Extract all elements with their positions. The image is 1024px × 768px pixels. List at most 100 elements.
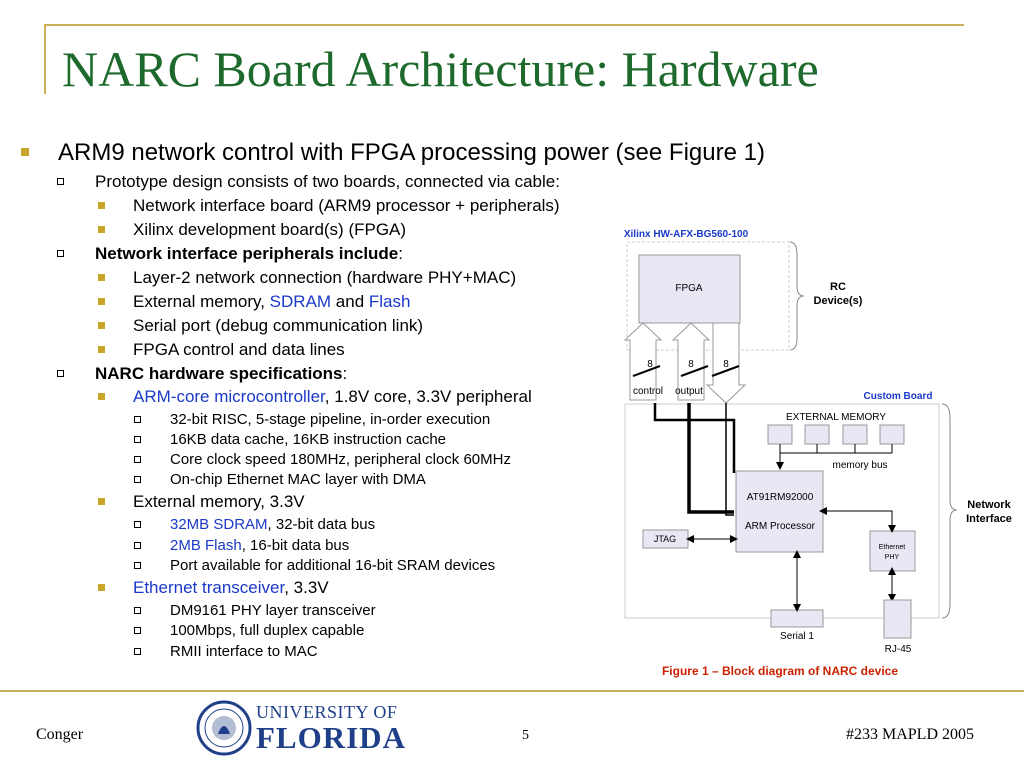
- cpu-label-line1: AT91RM92000: [747, 492, 814, 503]
- xilinx-board-label: Xilinx HW-AFX-BG560-100: [624, 229, 749, 240]
- bullet-l2: Serial port (debug communication link): [98, 316, 423, 336]
- rj45-block: [883, 599, 912, 639]
- bullet-l3: 2MB Flash, 16-bit data bus: [134, 537, 349, 554]
- figure-caption: Figure 1 – Block diagram of NARC device: [662, 664, 898, 678]
- output-bus: [687, 403, 734, 514]
- bullet-l0: ARM9 network control with FPGA processin…: [21, 139, 765, 167]
- eth-phy-label-line1: Ethernet: [879, 544, 906, 551]
- flash-link[interactable]: Flash: [368, 292, 411, 311]
- bullet-l3: 32MB SDRAM, 32-bit data bus: [134, 516, 375, 533]
- rc-brace: [789, 241, 805, 351]
- university-seal-icon: [196, 700, 252, 756]
- sdram-link[interactable]: SDRAM: [269, 292, 332, 311]
- sdram-32mb-link[interactable]: 32MB SDRAM: [170, 516, 268, 533]
- footer-rule: [0, 690, 1024, 692]
- cpu-label-line2: ARM Processor: [745, 521, 816, 532]
- rj45-label: RJ-45: [885, 644, 912, 655]
- serial-label: Serial 1: [780, 631, 814, 642]
- bullet-l2: External memory, 3.3V: [98, 492, 305, 512]
- bus-width-1: 8: [647, 359, 653, 370]
- hollow-square-bullet-icon: [57, 370, 64, 377]
- hollow-square-bullet-icon: [57, 250, 64, 257]
- serial-port-block: [770, 609, 824, 628]
- hollow-square-bullet-icon: [134, 476, 141, 483]
- bullet-l3: Port available for additional 16-bit SRA…: [134, 557, 495, 574]
- memory-chip: [842, 424, 868, 445]
- square-bullet-icon: [98, 584, 105, 591]
- jtag-label: JTAG: [654, 534, 676, 544]
- bullet-l1: Network interface peripherals include:: [57, 244, 403, 264]
- memory-bus-label: memory bus: [832, 460, 887, 471]
- xilinx-board-frame: [626, 241, 790, 351]
- bullet-l2: Ethernet transceiver, 3.3V: [98, 578, 329, 598]
- hollow-square-bullet-icon: [134, 456, 141, 463]
- hollow-square-bullet-icon: [57, 178, 64, 185]
- square-bullet-icon: [98, 322, 105, 329]
- hollow-square-bullet-icon: [134, 562, 141, 569]
- logo-line1: UNIVERSITY OF: [256, 702, 398, 722]
- bullet-l3: Core clock speed 180MHz, peripheral cloc…: [134, 451, 511, 468]
- university-logo: UNIVERSITY OF FLORIDA: [196, 698, 416, 758]
- external-memory-label: EXTERNAL MEMORY: [786, 412, 886, 423]
- square-bullet-icon: [98, 298, 105, 305]
- control-bus: [653, 403, 736, 473]
- network-label-line2: Interface: [966, 513, 1012, 525]
- hollow-square-bullet-icon: [134, 648, 141, 655]
- bullet-l1: NARC hardware specifications:: [57, 364, 347, 384]
- output-label: output: [675, 386, 703, 397]
- bullet-l3: RMII interface to MAC: [134, 643, 318, 660]
- bullet-l3: 32-bit RISC, 5-stage pipeline, in-order …: [134, 411, 490, 428]
- slide-title: NARC Board Architecture: Hardware: [62, 41, 819, 97]
- input-block-arrow: [705, 322, 747, 404]
- control-block-arrow: [623, 322, 663, 401]
- square-bullet-icon: [98, 393, 105, 400]
- memory-chip: [879, 424, 905, 445]
- square-bullet-icon: [98, 498, 105, 505]
- hollow-square-bullet-icon: [134, 627, 141, 634]
- custom-board-label: Custom Board: [864, 391, 933, 402]
- square-bullet-icon: [21, 148, 29, 156]
- arm-core-link[interactable]: ARM-core microcontroller: [133, 387, 325, 406]
- bullet-l3: 100Mbps, full duplex capable: [134, 622, 364, 639]
- footer-event: #233 MAPLD 2005: [846, 726, 975, 743]
- logo-line2: FLORIDA: [256, 720, 406, 755]
- frame-top-rule: [44, 24, 964, 26]
- network-brace: [941, 403, 958, 619]
- hollow-square-bullet-icon: [134, 607, 141, 614]
- bullet-l1: Prototype design consists of two boards,…: [57, 172, 560, 192]
- flash-2mb-link[interactable]: 2MB Flash: [170, 537, 242, 554]
- hollow-square-bullet-icon: [134, 521, 141, 528]
- bullet-l2: Network interface board (ARM9 processor …: [98, 196, 560, 216]
- square-bullet-icon: [98, 226, 105, 233]
- hollow-square-bullet-icon: [134, 436, 141, 443]
- bullet-l2: ARM-core microcontroller, 1.8V core, 3.3…: [98, 387, 532, 407]
- eth-phy-label-line2: PHY: [885, 554, 900, 561]
- square-bullet-icon: [98, 274, 105, 281]
- output-block-arrow: [671, 322, 711, 401]
- bullet-l3: DM9161 PHY layer transceiver: [134, 602, 376, 619]
- bullet-l2: FPGA control and data lines: [98, 340, 345, 360]
- square-bullet-icon: [98, 202, 105, 209]
- bullet-l2: Layer-2 network connection (hardware PHY…: [98, 268, 516, 288]
- footer-author: Conger: [36, 726, 84, 743]
- fpga-block: [638, 254, 741, 324]
- bullet-l3: 16KB data cache, 16KB instruction cache: [134, 431, 446, 448]
- block-diagram: Xilinx HW-AFX-BG560-100 FPGA input RC De…: [623, 229, 1012, 678]
- hollow-square-bullet-icon: [134, 542, 141, 549]
- control-label: control: [633, 386, 663, 397]
- ethernet-phy-block: [869, 530, 916, 572]
- memory-chip: [767, 424, 793, 445]
- network-label-line1: Network: [967, 499, 1011, 511]
- input-bus: [725, 403, 734, 516]
- memory-chip: [804, 424, 830, 445]
- rc-label-line2: Device(s): [814, 295, 863, 307]
- frame-left-rule: [44, 24, 46, 94]
- arm-processor-block: [735, 470, 824, 553]
- bus-width-3: 8: [723, 359, 729, 370]
- rc-label-line1: RC: [830, 281, 846, 293]
- bullet-l2: Xilinx development board(s) (FPGA): [98, 220, 406, 240]
- bullet-l3: On-chip Ethernet MAC layer with DMA: [134, 471, 426, 488]
- bus-width-2: 8: [688, 359, 694, 370]
- fpga-label: FPGA: [675, 283, 703, 294]
- ethernet-transceiver-link[interactable]: Ethernet transceiver: [133, 578, 285, 597]
